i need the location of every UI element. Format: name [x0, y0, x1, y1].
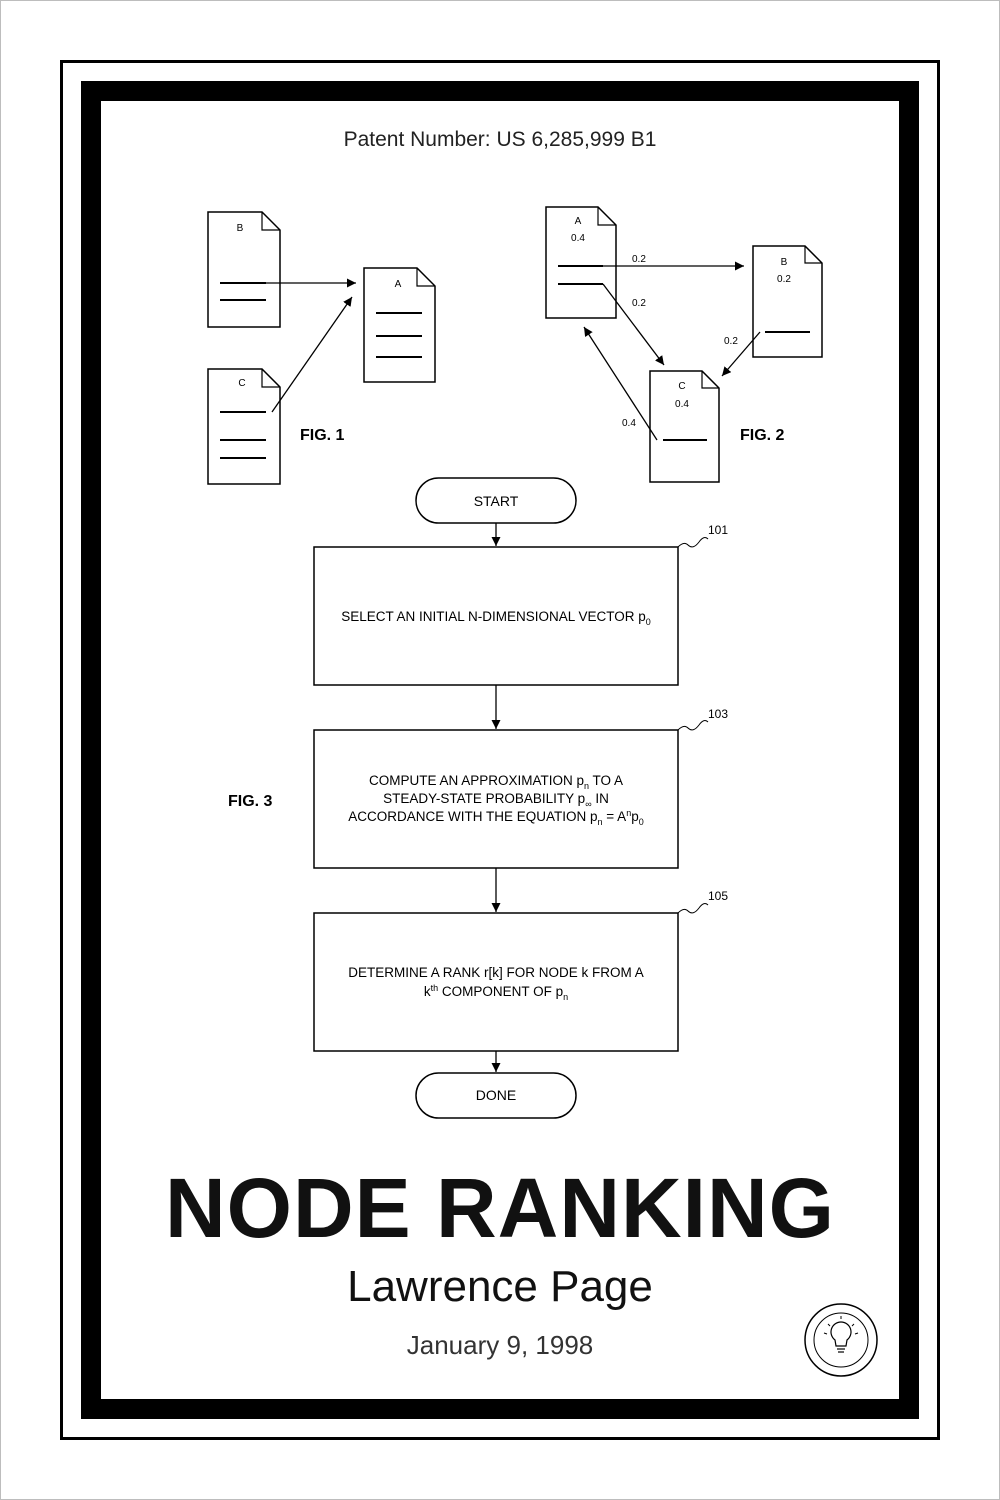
flow-done-label: DONE: [476, 1087, 516, 1103]
fig1-node-c: C: [208, 369, 280, 484]
fig2-node-b-value: 0.2: [777, 274, 791, 285]
fig2-edge-a-b-weight: 0.2: [632, 254, 646, 265]
fig2-edge-c-a-weight: 0.4: [622, 418, 636, 429]
fig2-edge-a-c: [603, 284, 664, 365]
fig1-node-a: A: [364, 268, 435, 382]
fig2-node-b: B 0.2: [753, 246, 822, 357]
fig3-label: FIG. 3: [228, 793, 273, 810]
fig2-edge-c-a: [584, 327, 657, 440]
fig2-node-c-name: C: [678, 381, 685, 392]
fig2-node-a-value: 0.4: [571, 233, 585, 244]
fig2-node-b-name: B: [781, 257, 788, 268]
fig1-node-b: B: [208, 212, 280, 327]
fig2-node-c-value: 0.4: [675, 399, 689, 410]
flow-step-105: [314, 913, 678, 1051]
fig1-edge-c-a: [272, 297, 352, 412]
fig2-edge-a-c-weight: 0.2: [632, 298, 646, 309]
fig1-label: FIG. 1: [300, 427, 345, 444]
fig2-label: FIG. 2: [740, 427, 785, 444]
fig1: B C A FIG. 1: [208, 212, 435, 484]
flow-step-105-ref: 105: [708, 889, 728, 903]
fig2-node-a: A 0.4: [546, 207, 616, 318]
flow-step-101-ref: 101: [708, 523, 728, 537]
fig1-node-a-label: A: [395, 279, 402, 290]
fig2-node-a-name: A: [575, 216, 582, 227]
fig2: A 0.4 B 0.2 C 0.4 0.2 0.2 0.2 0.4 FIG. 2: [546, 207, 822, 482]
fig1-node-c-label: C: [238, 378, 245, 389]
flow-step-105-line1: DETERMINE A RANK r[k] FOR NODE k FROM A: [348, 965, 644, 980]
fig3: START 101 SELECT AN INITIAL N-DIMENSIONA…: [228, 478, 728, 1118]
fig1-node-b-label: B: [237, 223, 244, 234]
flow-step-103-ref: 103: [708, 707, 728, 721]
fig2-edge-b-c-weight: 0.2: [724, 336, 738, 347]
invention-title: NODE RANKING: [0, 1160, 1000, 1257]
fig2-node-c: C 0.4: [650, 371, 719, 482]
retro-patents-seal-icon: [803, 1302, 879, 1378]
flow-start-label: START: [474, 493, 519, 509]
